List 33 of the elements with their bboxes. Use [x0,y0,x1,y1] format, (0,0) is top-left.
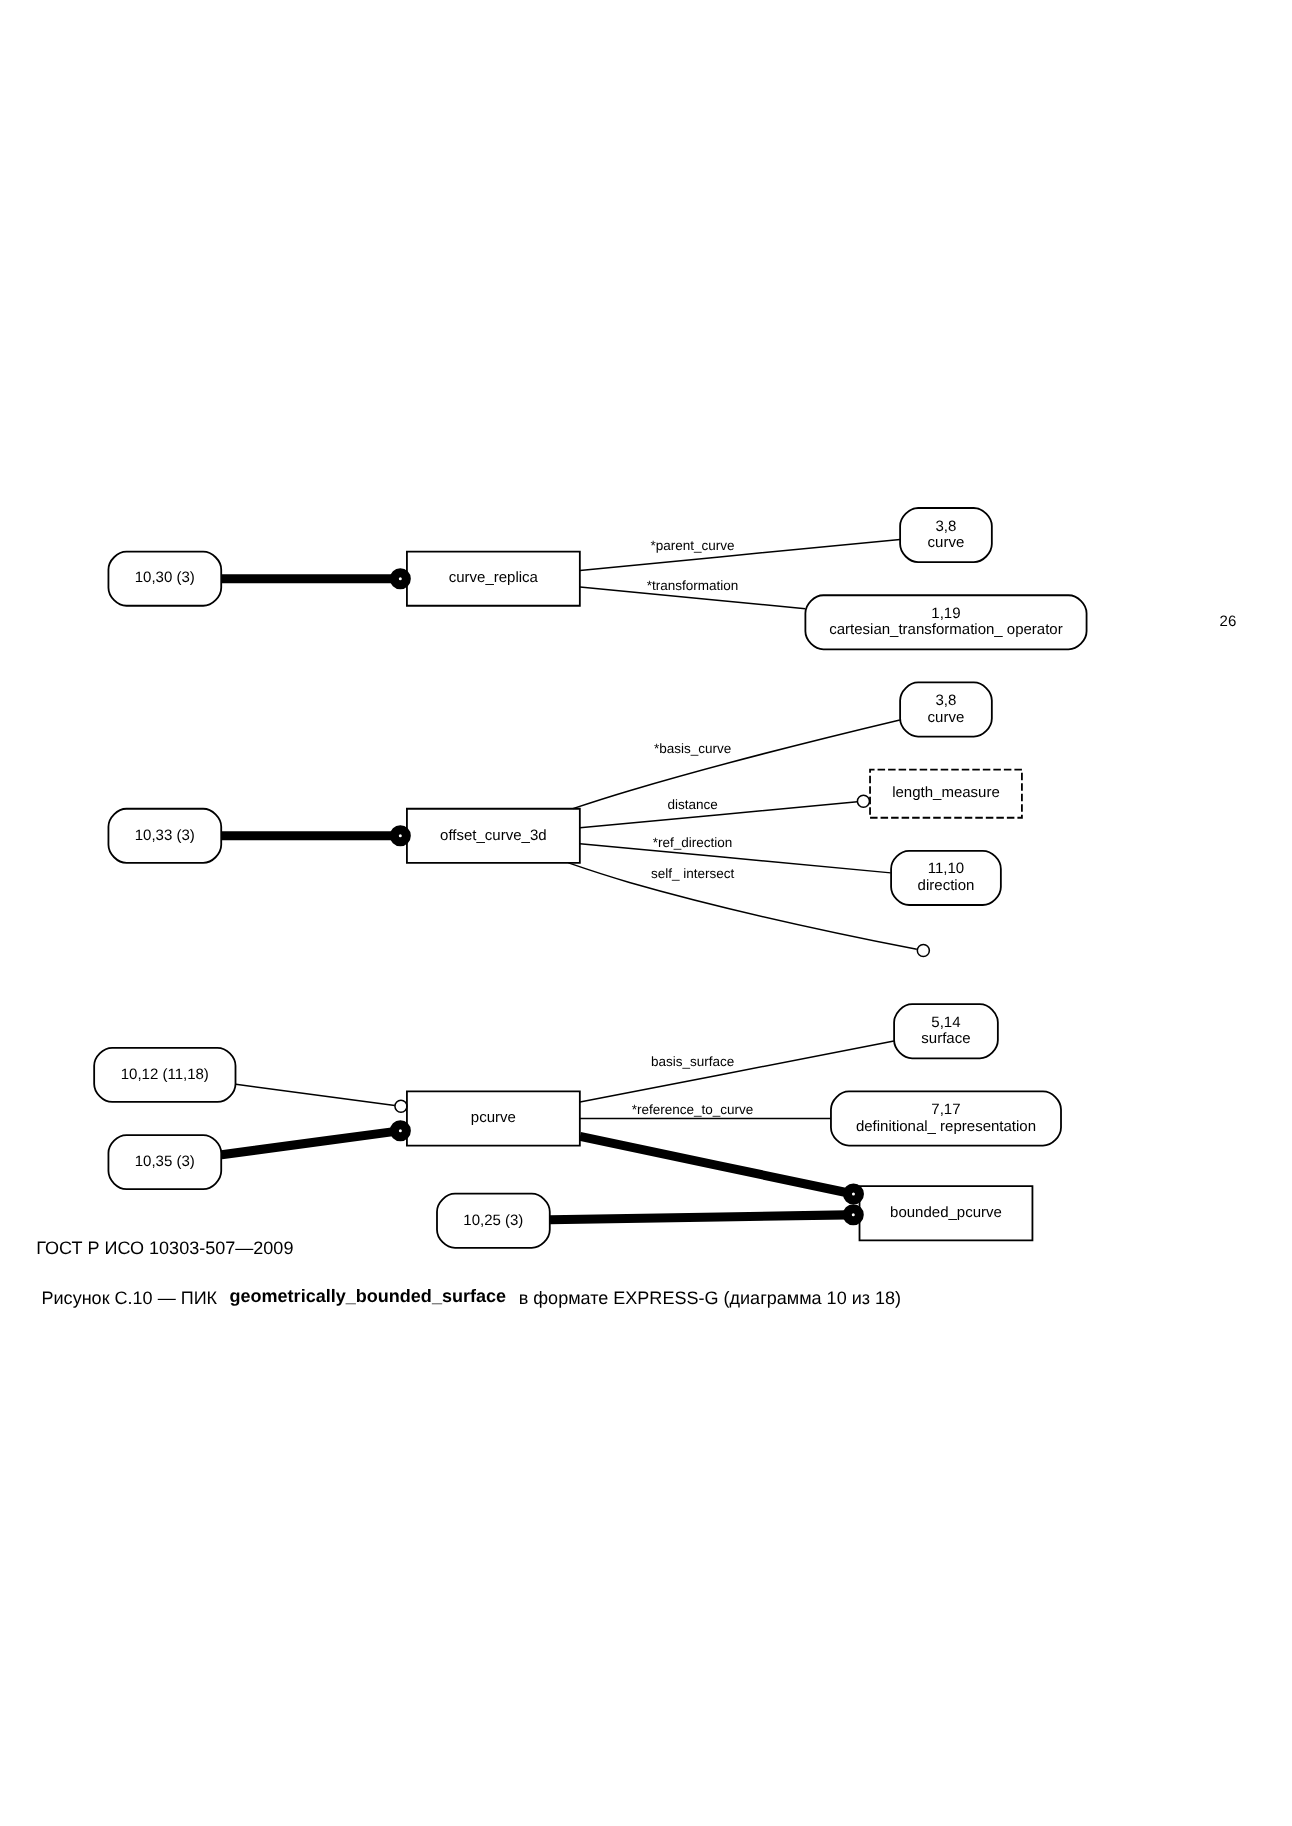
node-box: length_measure [869,767,1023,818]
connector [579,1039,895,1102]
node-box: curve_replica [406,549,581,606]
node-box: 10,35 (3) [107,1133,223,1190]
node-box: 10,33 (3) [107,806,223,863]
connector [221,824,411,846]
connector [579,793,871,828]
node-box: 7,17 definitional_ representation [830,1089,1062,1146]
node-box: bounded_pcurve [858,1184,1034,1241]
diagram-title: ГОСТ Р ИСО 10303-507—2009 [36,1236,294,1257]
node-box: 1,19 cartesian_transformation_ operator [804,593,1088,650]
connector [579,1131,864,1204]
node-box: 3,8 curve [899,680,993,737]
label: 26 [1219,611,1237,630]
connector [579,1116,832,1119]
node-box: pcurve [406,1089,581,1146]
connector [221,567,411,589]
connector [549,1203,864,1225]
node-box: 3,8 curve [899,506,993,563]
node-box: offset_curve_3d [406,806,581,863]
connector [572,718,901,809]
node-box: 10,30 (3) [107,549,223,606]
connector [579,842,892,873]
node-box: 5,14 surface [893,1002,999,1059]
connector [235,1082,408,1113]
connector [567,861,918,950]
node-box: 11,10 direction [890,848,1002,905]
node-box: 10,12 (11,18) [93,1045,237,1102]
node-box: 10,25 (3) [436,1191,551,1248]
caption: Рисунок С.10 — ПИК geometrically_bounded_surface в формате EXPRESS-G (диаграмма 10 из 18) [41,1285,902,1307]
connector [579,537,901,571]
connector [220,1119,411,1159]
connector [579,585,807,609]
